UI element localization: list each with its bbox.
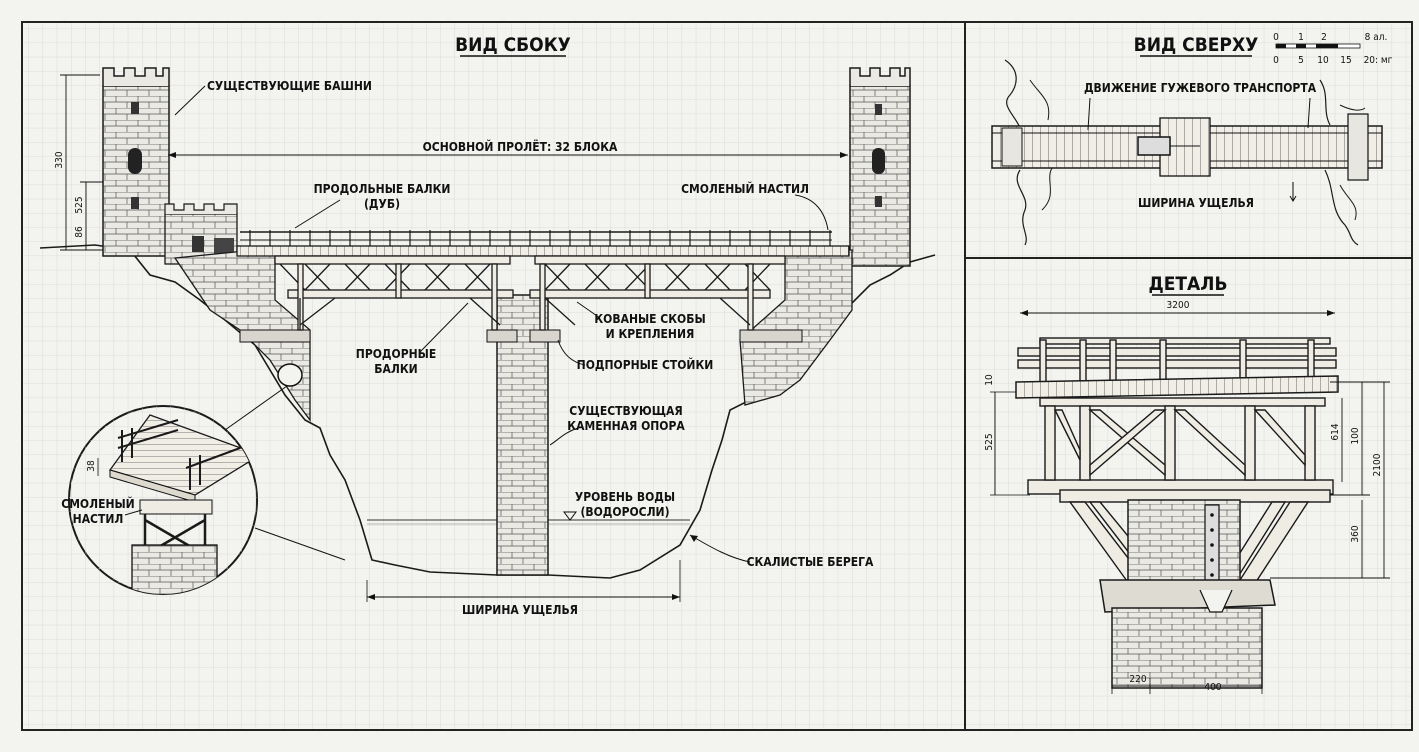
label-banks: СКАЛИСТЫЕ БЕРЕГА <box>747 555 874 569</box>
dim-detail-base-right: 400 <box>1204 682 1221 693</box>
dim-tower-mid: 525 <box>74 196 85 213</box>
scale-bottom-3: 15 <box>1340 55 1351 66</box>
right-tower <box>849 67 911 267</box>
label-deck: СМОЛЕНЫЙ НАСТИЛ <box>681 181 809 196</box>
bridge-deck <box>236 245 850 257</box>
dim-detail-lower: 360 <box>1350 525 1361 542</box>
dim-detail-base-left: 220 <box>1129 674 1146 685</box>
left-abutment <box>173 247 311 422</box>
dim-detail-total: 2100 <box>1372 453 1383 476</box>
top-cart <box>1137 136 1171 156</box>
dim-tower-low: 86 <box>74 226 85 238</box>
top-view-title: ВИД СВЕРХУ <box>1134 34 1259 56</box>
label-beams-line1: ПРОДОЛЬНЫЕ БАЛКИ <box>314 182 451 196</box>
scale-bottom-0: 0 <box>1273 55 1279 66</box>
dim-detail-left-height: 525 <box>984 433 995 450</box>
detail-truss <box>1027 397 1334 503</box>
side-view-title: ВИД СБОКУ <box>455 34 571 56</box>
scale-top-0: 0 <box>1273 32 1279 43</box>
label-gorge: ШИРИНА УЩЕЛЬЯ <box>462 603 578 617</box>
detail-title: ДЕТАЛЬ <box>1148 273 1227 295</box>
scale-top-1: 1 <box>1298 32 1304 43</box>
detail-railing <box>1017 337 1337 383</box>
label-pier-line1: СУЩЕСТВУЮЩАЯ <box>569 404 682 418</box>
left-abutment-hole <box>277 363 303 387</box>
detail-pier-base <box>1111 607 1263 689</box>
tower-height-dimensions <box>60 74 103 251</box>
scale-top-3: 8 ал. <box>1365 32 1388 43</box>
label-top-gorge: ШИРИНА УЩЕЛЬЯ <box>1138 196 1254 210</box>
label-inset-line1: СМОЛЕНЫЙ <box>61 496 134 511</box>
label-inset-line2: НАСТИЛ <box>73 512 124 526</box>
dim-tower-height: 330 <box>54 151 65 168</box>
scale-bottom-1: 5 <box>1298 55 1304 66</box>
scale-bar: 0 1 2 8 ал. 0 5 10 15 20: мг <box>1273 32 1393 66</box>
label-water-line2: (ВОДОРОСЛИ) <box>580 505 669 519</box>
top-gorge-left-edge <box>1004 59 1027 246</box>
label-beams-line2: (ДУБ) <box>364 197 400 211</box>
scale-bottom-4: 20: мг <box>1364 55 1393 66</box>
label-traffic: ДВИЖЕНИЕ ГУЖЕВОГО ТРАНСПОРТА <box>1084 81 1317 95</box>
right-truss <box>529 255 786 331</box>
label-water-line1: УРОВЕНЬ ВОДЫ <box>575 490 675 504</box>
label-posts: ПОДПОРНЫЕ СТОЙКИ <box>577 357 714 372</box>
label-crossbeams-line1: ПРОДОРНЫЕ <box>356 347 436 361</box>
left-truss <box>274 255 514 331</box>
detail-pier-cap <box>1099 579 1276 613</box>
label-towers: СУЩЕСТВУЮЩИЕ БАШНИ <box>207 79 372 93</box>
label-span: ОСНОВНОЙ ПРОЛЁТ: 32 БЛОКА <box>423 139 618 154</box>
label-brackets-line1: КОВАНЫЕ СКОБЫ <box>594 312 705 326</box>
deck-railing-posts <box>249 230 831 246</box>
dim-detail-rail: 10 <box>984 374 995 386</box>
label-crossbeams-line2: БАЛКИ <box>374 362 417 376</box>
label-pier-line2: КАМЕННАЯ ОПОРА <box>567 419 685 433</box>
scale-bottom-2: 10 <box>1317 55 1329 66</box>
detail-view: ДЕТАЛЬ 3200 <box>984 273 1390 694</box>
scale-top-2: 2 <box>1321 32 1327 43</box>
top-view: ВИД СВЕРХУ 0 1 2 8 ал. 0 5 10 15 20: мг <box>991 32 1393 246</box>
dim-detail-inner2: 100 <box>1350 427 1361 444</box>
water-level-marker <box>563 511 577 521</box>
top-gorge-right-edge <box>1319 79 1359 246</box>
left-tower <box>102 67 238 265</box>
detail-stone-column <box>1127 499 1241 591</box>
label-brackets-line2: И КРЕПЛЕНИЯ <box>606 327 695 341</box>
dim-inset-deck: 38 <box>86 460 97 472</box>
side-view: ВИД СБОКУ <box>39 34 936 617</box>
detail-deck <box>1015 375 1339 399</box>
dim-detail-inner: 614 <box>1330 423 1341 440</box>
dim-detail-top-width: 3200 <box>1167 300 1190 311</box>
right-abutment <box>739 249 853 406</box>
